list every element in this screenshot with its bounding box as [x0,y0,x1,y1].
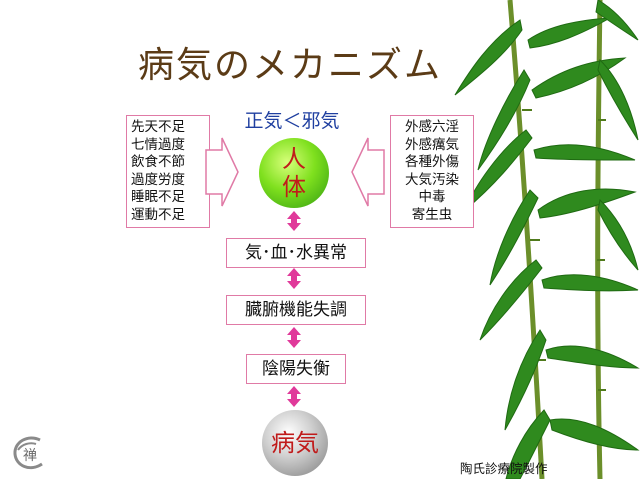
clinic-logo: 禅 [13,436,43,470]
right-block-arrow [351,137,385,207]
logo-glyph: 禅 [23,448,37,464]
yin-yang-imbalance-box: 陰陽失衡 [246,354,346,384]
external-cause: 寄生虫 [411,206,453,223]
double-arrow [287,327,301,348]
human-body-char: 人 [282,145,306,173]
external-cause: 大気汚染 [405,171,459,188]
human-body-circle: 人 体 [259,138,329,208]
qi-blood-water-box: 気･血･水異常 [226,238,366,268]
internal-cause: 過度労度 [131,171,185,188]
internal-cause: 飲食不節 [131,154,185,170]
slide-title: 病気のメカニズム [137,45,442,86]
internal-cause: 睡眠不足 [131,189,185,205]
external-causes-box: 外感六淫 外感癘気 各種外傷 大気汚染 中毒 寄生虫 [390,115,474,228]
external-cause: 中毒 [418,189,446,205]
external-cause: 外感癘気 [405,136,459,153]
external-cause: 各種外傷 [405,154,459,170]
external-cause: 外感六淫 [405,119,459,135]
double-arrows [287,211,301,407]
internal-cause: 先天不足 [131,119,185,135]
human-body-char: 体 [282,173,306,201]
double-arrow [287,268,301,289]
internal-cause: 七情過度 [131,136,185,153]
organ-dysfunction-box: 臓腑機能失調 [226,295,366,325]
left-block-arrow [205,137,239,207]
double-arrow [287,386,301,407]
credit-text: 陶氏診療院製作 [460,461,548,476]
double-arrow [287,211,301,231]
disease-circle: 病気 [262,410,328,476]
disease-label: 病気 [271,429,319,457]
balance-label: 正気＜邪気 [244,110,340,132]
bamboo-decoration [454,0,640,479]
internal-cause: 運動不足 [131,206,185,223]
